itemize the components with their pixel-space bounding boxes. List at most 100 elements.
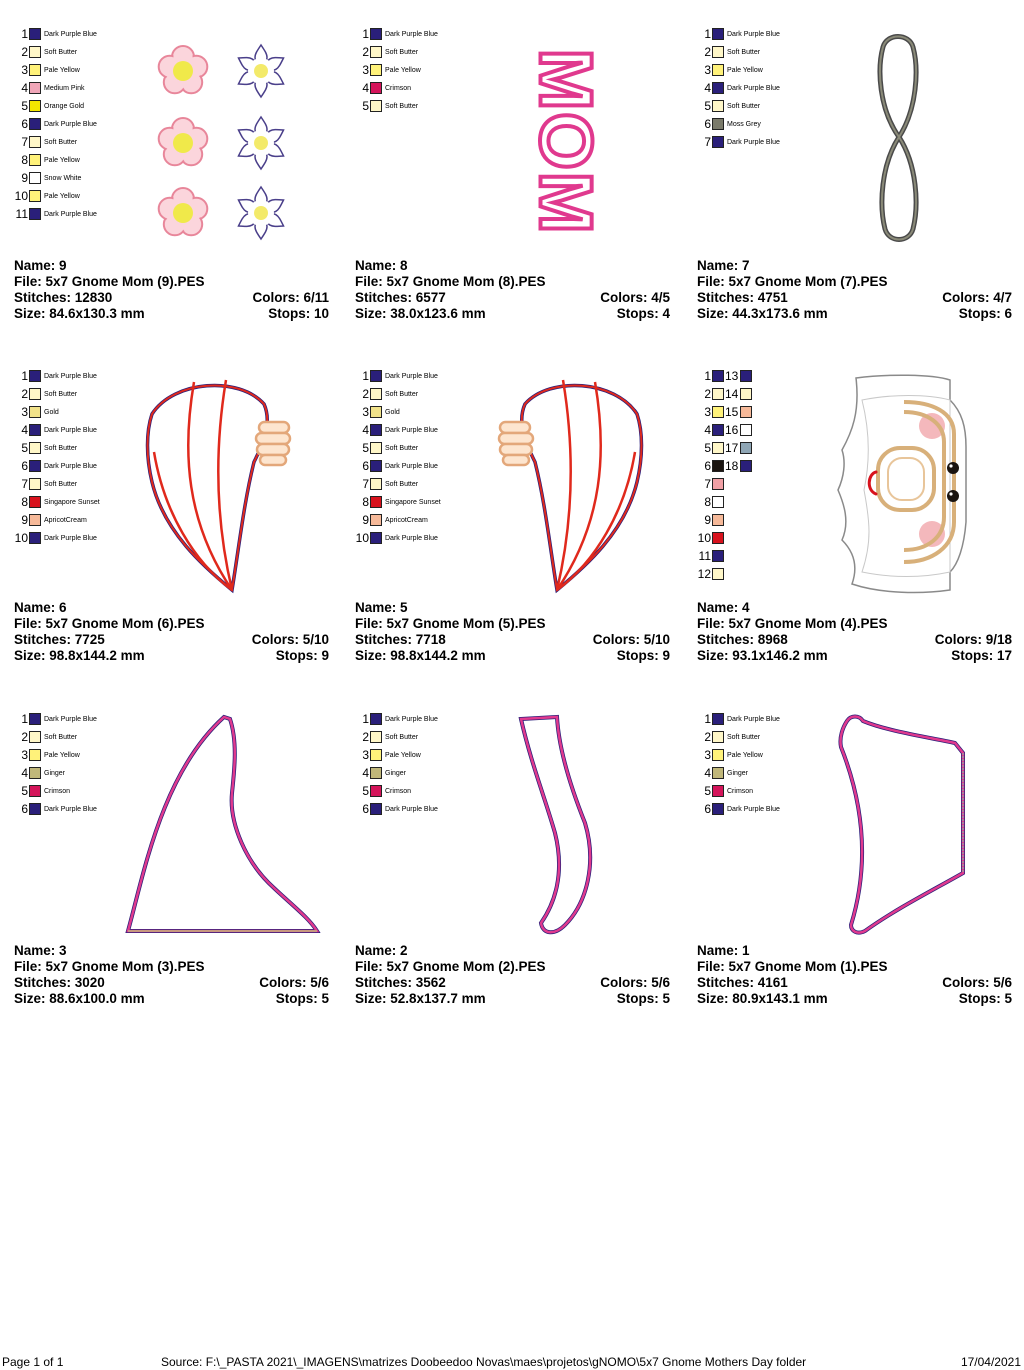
color-swatch	[712, 118, 724, 130]
legend-number: 7	[704, 477, 711, 491]
color-swatch	[370, 460, 382, 472]
color-swatch	[370, 496, 382, 508]
footer-page-number: Page 1 of 1	[2, 1355, 64, 1369]
thread-name: Dark Purple Blue	[727, 715, 780, 723]
thread-name: Gold	[44, 408, 59, 416]
thread-name: Dark Purple Blue	[727, 805, 780, 813]
color-swatch	[370, 532, 382, 544]
thread-name: Dark Purple Blue	[385, 715, 438, 723]
legend-number: 11	[698, 549, 711, 563]
thread-name: Dark Purple Blue	[44, 462, 97, 470]
legend-number: 1	[21, 712, 28, 726]
white-flower-1	[234, 44, 288, 98]
flowers-design-art	[157, 44, 288, 240]
legend-item: 5 Crimson	[355, 782, 411, 800]
legend-number: 5	[362, 784, 369, 798]
color-swatch	[29, 785, 41, 797]
color-swatch	[712, 388, 724, 400]
design-info: Name: 6 File: 5x7 Gnome Mom (6).PES Stit…	[14, 600, 329, 664]
color-swatch	[370, 64, 382, 76]
color-swatch	[712, 767, 724, 779]
legend-number: 6	[704, 117, 711, 131]
legend-number: 8	[362, 495, 369, 509]
color-swatch	[370, 46, 382, 58]
design-name: Name: 8	[355, 258, 408, 273]
design-file: File: 5x7 Gnome Mom (7).PES	[697, 274, 888, 289]
design-stops: Stops: 5	[958, 991, 1012, 1006]
color-swatch	[712, 136, 724, 148]
color-swatch	[370, 767, 382, 779]
color-swatch	[712, 532, 724, 544]
legend-number: 1	[704, 369, 711, 383]
color-swatch	[740, 370, 752, 382]
design-colors: Colors: 4/7	[942, 290, 1012, 305]
legend-number: 3	[21, 405, 28, 419]
design-info: Name: 9 File: 5x7 Gnome Mom (9).PES Stit…	[14, 258, 329, 322]
arm-design-art	[518, 714, 593, 935]
white-flower-2	[234, 116, 288, 170]
thread-name: Crimson	[385, 787, 412, 795]
color-swatch	[370, 388, 382, 400]
design-name: Name: 4	[697, 600, 750, 615]
thread-name: Dark Purple Blue	[385, 462, 438, 470]
legend-number: 4	[704, 81, 711, 95]
color-swatch	[740, 442, 752, 454]
color-swatch	[29, 46, 41, 58]
thread-name: Singapore Sunset	[44, 498, 100, 506]
thread-name: Orange Gold	[44, 102, 85, 110]
hand-icon	[497, 420, 535, 467]
legend-number: 2	[362, 45, 369, 59]
color-swatch	[29, 749, 41, 761]
hat-right-design-art	[145, 379, 292, 594]
color-swatch	[712, 406, 724, 418]
legend-number: 2	[704, 730, 711, 744]
legend-number: 16	[725, 423, 739, 437]
design-file: File: 5x7 Gnome Mom (8).PES	[355, 274, 546, 289]
legend-number: 10	[355, 531, 369, 545]
design-info: Name: 4 File: 5x7 Gnome Mom (4).PES Stit…	[697, 600, 1012, 664]
legend-number: 17	[725, 441, 739, 455]
thread-name: Dark Purple Blue	[727, 30, 780, 38]
legend-number: 12	[697, 567, 711, 581]
collar-design-art	[838, 714, 965, 935]
hand-icon	[254, 420, 292, 467]
thread-name: Ginger	[727, 769, 749, 777]
color-swatch	[712, 803, 724, 815]
design-size: Size: 88.6x100.0 mm	[14, 991, 145, 1006]
legend-number: 3	[21, 63, 28, 77]
thread-name: ApricotCream	[44, 516, 87, 524]
thread-name: Soft Butter	[727, 733, 761, 741]
design-stops: Stops: 6	[958, 306, 1012, 321]
design-name: Name: 1	[697, 943, 750, 958]
legend-number: 9	[362, 513, 369, 527]
thread-name: Moss Grey	[727, 120, 761, 128]
legend-number: 6	[362, 802, 369, 816]
color-swatch	[712, 28, 724, 40]
color-swatch	[29, 713, 41, 725]
color-swatch	[29, 731, 41, 743]
thread-name: Soft Butter	[385, 48, 419, 56]
legend-number: 10	[697, 531, 711, 545]
legend-number: 7	[21, 477, 28, 491]
design-stitches: Stitches: 3020	[14, 975, 105, 990]
legend-number: 3	[362, 63, 369, 77]
